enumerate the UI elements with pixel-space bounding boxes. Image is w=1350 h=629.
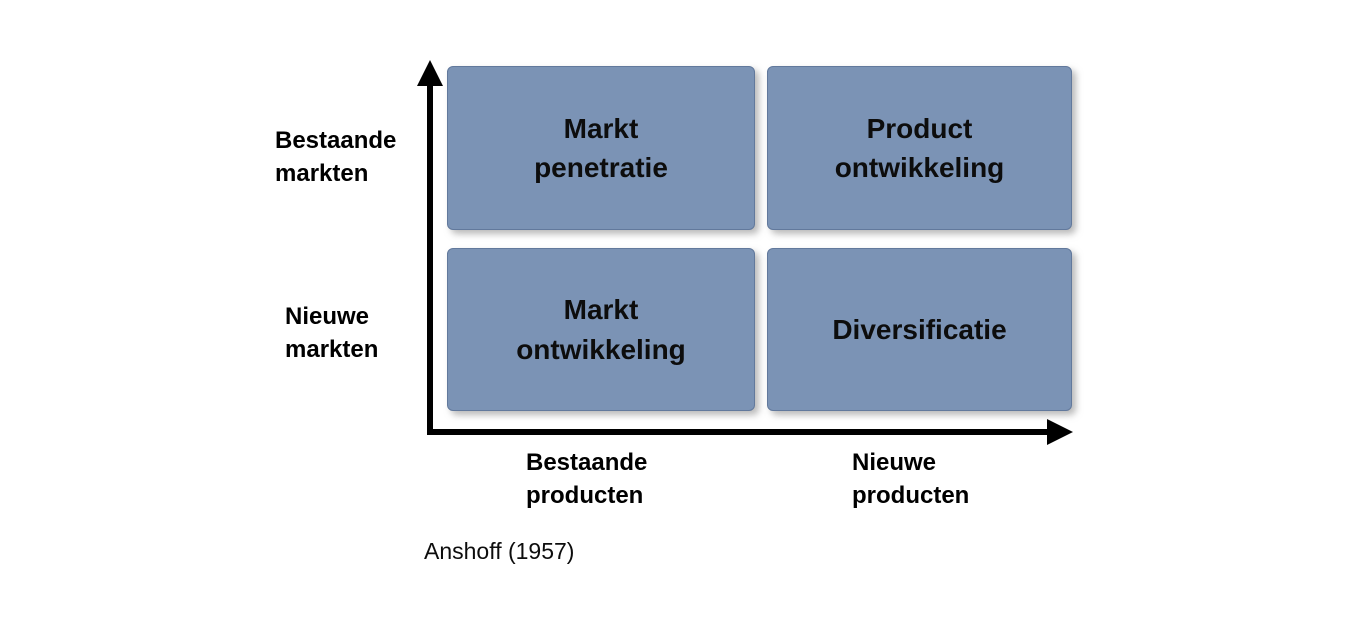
quadrant-markt-penetratie: Markt penetratie xyxy=(447,66,755,230)
x-axis-line xyxy=(427,429,1049,435)
y-axis-line xyxy=(427,82,433,435)
quadrant-product-ontwikkeling: Product ontwikkeling xyxy=(767,66,1072,230)
source-caption: Anshoff (1957) xyxy=(424,538,575,564)
y-axis-label-bestaande-markten: Bestaande markten xyxy=(275,127,397,187)
quadrant-label: Diversificatie xyxy=(832,313,1007,345)
y-axis-arrowhead-icon xyxy=(417,60,443,86)
quadrant-label: Markt ontwikkeling xyxy=(516,294,686,365)
quadrant-label: Markt penetratie xyxy=(534,112,668,183)
y-axis-label-nieuwe-markten: Nieuwe markten xyxy=(285,303,379,363)
quadrant-label: Product ontwikkeling xyxy=(834,112,1005,183)
quadrant-diversificatie: Diversificatie xyxy=(767,248,1072,411)
x-axis-label-bestaande-producten: Bestaande producten xyxy=(526,449,648,509)
x-axis-label-nieuwe-producten: Nieuwe producten xyxy=(852,449,970,509)
x-axis-arrowhead-icon xyxy=(1047,419,1073,445)
quadrant-markt-ontwikkeling: Markt ontwikkeling xyxy=(447,248,755,411)
